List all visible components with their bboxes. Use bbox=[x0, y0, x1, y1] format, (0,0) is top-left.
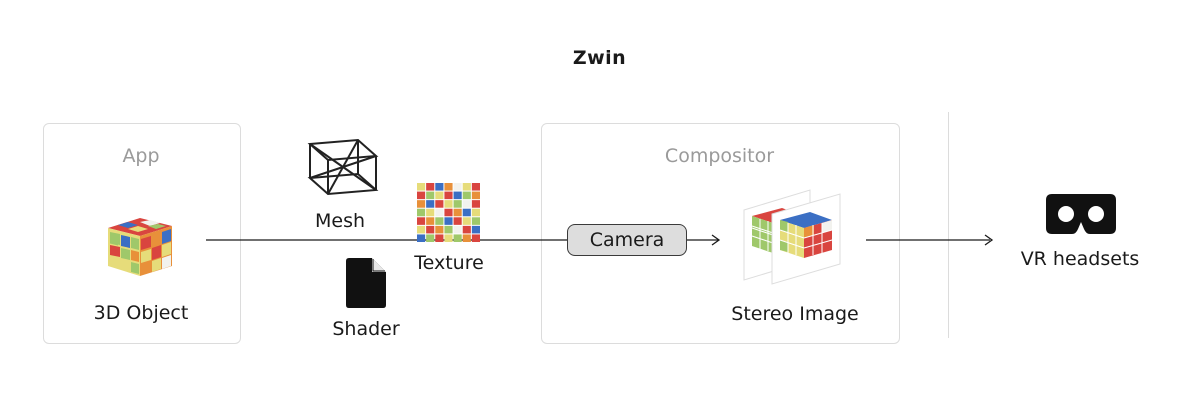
rubiks-cube-icon bbox=[108, 218, 172, 276]
3d-object-label: 3D Object bbox=[93, 302, 189, 324]
texture-tile bbox=[435, 191, 444, 200]
mesh-label: Mesh bbox=[314, 210, 366, 232]
diagram-title: Zwin bbox=[572, 47, 627, 69]
texture-tile bbox=[426, 183, 435, 191]
texture-tile bbox=[417, 200, 426, 208]
shader-label: Shader bbox=[332, 318, 400, 340]
texture-tile bbox=[453, 191, 462, 200]
texture-tile bbox=[471, 217, 480, 225]
texture-tile bbox=[435, 208, 444, 217]
separator-line bbox=[948, 112, 949, 338]
texture-tile bbox=[453, 217, 462, 225]
texture-tile bbox=[426, 217, 435, 225]
texture-tile bbox=[435, 200, 444, 208]
texture-tile bbox=[444, 208, 453, 217]
texture-tile bbox=[462, 191, 471, 200]
texture-tile bbox=[426, 200, 435, 208]
camera-node: Camera bbox=[567, 224, 687, 256]
texture-tile bbox=[462, 234, 471, 242]
texture-tile bbox=[462, 225, 471, 234]
texture-tile bbox=[453, 200, 462, 208]
texture-tile bbox=[453, 208, 462, 217]
texture-tile bbox=[444, 225, 453, 234]
texture-tile bbox=[417, 191, 426, 200]
texture-tile bbox=[462, 200, 471, 208]
texture-tile bbox=[435, 183, 444, 191]
texture-tile bbox=[444, 200, 453, 208]
app-box-title: App bbox=[122, 145, 160, 167]
texture-tile bbox=[462, 208, 471, 217]
texture-tile bbox=[471, 208, 480, 217]
texture-tile bbox=[471, 225, 480, 234]
stereo-image-icon bbox=[743, 189, 841, 285]
vr-headset-icon bbox=[1046, 194, 1116, 234]
texture-tile bbox=[426, 225, 435, 234]
texture-tile bbox=[417, 217, 426, 225]
texture-grid-icon bbox=[417, 183, 480, 242]
texture-tile bbox=[471, 234, 480, 242]
texture-tile bbox=[417, 183, 426, 191]
texture-tile bbox=[435, 225, 444, 234]
texture-tile bbox=[453, 183, 462, 191]
texture-tile bbox=[462, 183, 471, 191]
texture-tile bbox=[444, 183, 453, 191]
texture-tile bbox=[471, 191, 480, 200]
texture-tile bbox=[444, 217, 453, 225]
texture-tile bbox=[462, 217, 471, 225]
vr-headsets-label: VR headsets bbox=[1020, 248, 1140, 270]
texture-tile bbox=[426, 234, 435, 242]
texture-tile bbox=[417, 234, 426, 242]
texture-tile bbox=[471, 183, 480, 191]
texture-tile bbox=[417, 208, 426, 217]
texture-tile bbox=[435, 217, 444, 225]
arrow-right-icon bbox=[711, 234, 721, 246]
texture-tile bbox=[471, 200, 480, 208]
arrow-right-icon bbox=[984, 234, 994, 246]
texture-tile bbox=[435, 234, 444, 242]
stereo-image-label: Stereo Image bbox=[731, 303, 859, 325]
document-icon bbox=[346, 258, 386, 308]
texture-tile bbox=[444, 234, 453, 242]
texture-label: Texture bbox=[414, 252, 484, 274]
texture-tile bbox=[453, 234, 462, 242]
wireframe-cube-icon bbox=[307, 138, 379, 196]
texture-tile bbox=[426, 191, 435, 200]
compositor-box-title: Compositor bbox=[664, 145, 775, 167]
texture-tile bbox=[444, 191, 453, 200]
texture-tile bbox=[453, 225, 462, 234]
texture-tile bbox=[426, 208, 435, 217]
texture-tile bbox=[417, 225, 426, 234]
